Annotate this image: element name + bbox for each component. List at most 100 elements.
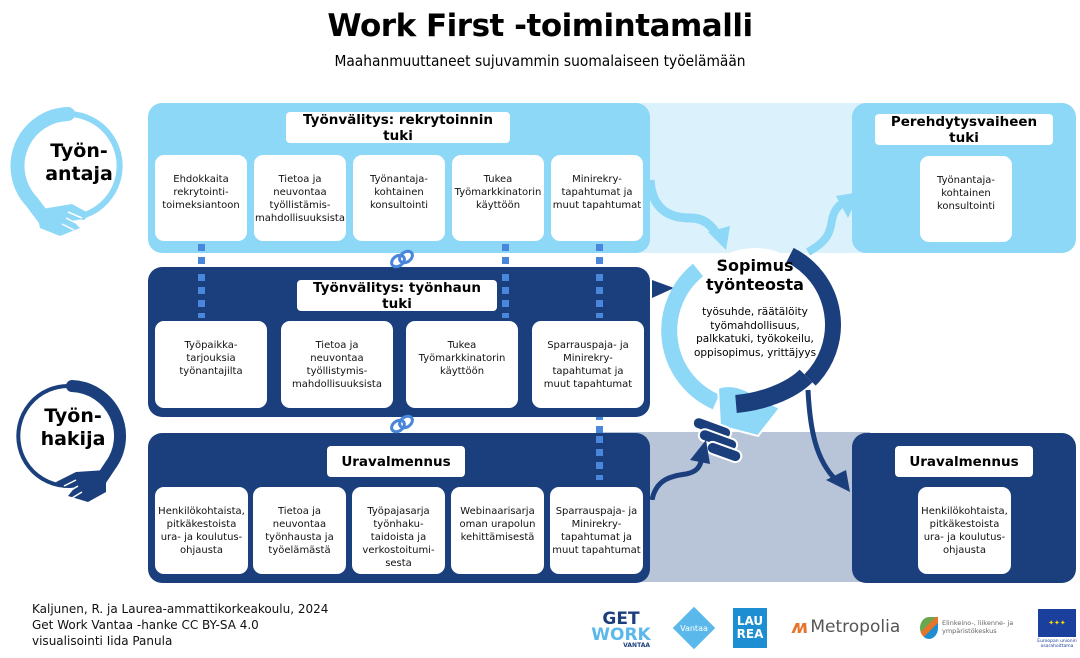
contract-description-line: oppisopimus, yrittäjyys [693,346,817,359]
credit-line-1: Kaljunen, R. ja Laurea-ammattikorkeakoul… [32,602,329,616]
card-text-line: neuvontaa [272,519,327,530]
card-text-line: muut tapahtumat [552,545,641,556]
jobseeker-label: Työn- hakija [28,405,118,451]
jobseeker-label-line1: Työn- [44,405,102,427]
card-text-line: taidoista ja [370,532,427,543]
ely-logo-line1: Elinkeino-, liikenne- ja [942,619,1014,628]
card-text-line: oman urapolun [459,519,536,530]
arrow-to-orientation [805,198,847,256]
card-text-line: mahdollisuuksista [255,213,345,224]
card-text-line: Työpajasarja [367,506,430,517]
metropolia-mark-icon: ʍ [791,616,809,638]
contract-description-line: palkkatuki, työkokeilu, [696,333,814,346]
getwork-vantaa-logo: GET WORK VANTAA [586,606,656,654]
contract-description-line: työsuhde, räätälöity [702,306,808,318]
vantaa-logo-text: Vantaa [680,623,708,633]
card-text-line: Henkilökohtaista, [158,506,245,517]
card-text-line: Sparrauspaja- ja [547,340,629,351]
ely-logo: Elinkeino-, liikenne- ja ympäristökeskus [920,614,1020,642]
card-text-line: Työnantaja- [370,174,428,185]
card-text-line: käyttöön [475,200,521,211]
credits: Kaljunen, R. ja Laurea-ammattikorkeakoul… [32,601,328,650]
card-text-line: Ehdokkaita [173,174,229,185]
orientation-support-heading: Perehdytysvaiheen tuki [875,114,1053,146]
getwork-logo-vantaa: VANTAA [623,642,650,650]
card-text-line: neuvontaa [310,353,364,364]
employer-label-line1: Työn- [50,140,108,162]
card-text-line: työllistämis- [269,200,331,211]
metropolia-logo: ʍ Metropolia [788,614,904,640]
eu-logo: ✦✦✦ Euroopan unionin osarahoittama [1036,605,1078,653]
connector-dots-2b [502,274,509,318]
career_after-card: Henkilökohtaista, pitkäkestoista ura- ja k… [918,487,1011,574]
card-text-line: työnantajilta [179,366,243,377]
getwork-logo-get: GET [602,609,640,630]
card-text-line: toimeksiantoon [162,200,240,211]
card-text-line: ohjausta [180,545,223,556]
vantaa-logo: Vantaa [672,606,716,650]
eu-logo-line2: osarahoittama [1040,644,1074,649]
card-text-line: mahdollisuuksista [292,379,382,390]
card-text-line: Minirekry- [571,519,622,530]
recruitment-card: Tietoa ja neuvontaa työllistämis-mahdollis… [254,155,346,241]
ely-logo-line2: ympäristökeskus [942,627,997,635]
card-text-line: Tukea [447,340,477,351]
card-text-line: Tietoa ja [278,174,322,185]
card-text-line: Webinaarisarja [460,506,535,517]
credit-line-2: Get Work Vantaa -hanke CC BY-SA 4.0 [32,618,259,633]
card-text-line: Tukea [483,174,513,185]
jobsearch-support-heading: Työnvälitys: työnhaun tuki [297,280,497,312]
card-text-line: muut tapahtumat [552,200,642,211]
getwork-logo-work: WORK [591,625,651,646]
arrow-head-jobsearch [652,280,674,298]
card-text-line: konsultointi [369,200,429,211]
arrow-head-up [836,192,860,218]
card-text-line: käyttöön [439,366,485,377]
card-text-line: Henkilökohtaista, [921,506,1008,517]
career-coaching-after-heading: Uravalmennus [895,446,1033,477]
card-text-line: Työpaikka- [184,340,238,351]
career-card: Webinaarisarja oman urapolun kehittämisest… [451,487,544,574]
employer-label: Työn- antaja [34,140,124,186]
contract-title: Sopimus työnteosta [700,256,810,294]
arrow-head-from-career [690,440,710,464]
card-text-line: Sparrauspaja- ja [555,506,638,517]
link-icon-top [390,249,414,269]
recruitment-card: Minirekry-tapahtumat ja muut tapahtumat [551,155,643,241]
card-text-line: Minirekry- [563,353,613,364]
card-text-line: neuvontaa [273,187,327,198]
contract-title-line1: Sopimus [716,256,794,275]
eu-flag-icon: ✦✦✦ [1038,609,1076,637]
card-text-line: konsultointi [936,201,996,212]
page-subtitle: Maahanmuuttaneet sujuvammin suomalaiseen… [334,52,746,70]
card-text-line: tapahtumat ja [561,187,633,198]
arrow-to-contract [645,179,722,239]
card-text-line: ura- ja koulutus- [923,532,1006,543]
laurea-logo: LAU REA [733,608,767,648]
card-text-line: kehittämisestä [460,532,535,543]
card-text-line: Työmarkkinatorin [418,353,506,364]
recruitment-support-heading: Työnvälitys: rekrytoinnin tuki [286,112,510,144]
card-text-line: pitkäkestoista [929,519,1000,530]
card-text-line: Työmarkkinatorin [454,187,542,198]
card-text-line: ohjausta [943,545,986,556]
jobseeker-label-line2: hakija [40,427,106,450]
card-text-line: tapahtumat ja [561,532,632,543]
career-card: Sparrauspaja- ja Minirekry-tapahtumat ja m… [550,487,643,574]
card-text-line: Tietoa ja [315,340,359,351]
card-text-line: Tietoa ja [278,506,321,517]
card-text-line: tarjouksia [186,353,236,364]
career-coaching-heading: Uravalmennus [327,446,465,477]
arrow-head-to-career-after [826,470,850,492]
card-text-line: Minirekry- [572,174,622,185]
credit-line-3: visualisointi Iida Panula [32,634,173,649]
contract-flow-graphic [645,179,860,500]
card-text-line: verkostoitumi- [362,545,435,556]
